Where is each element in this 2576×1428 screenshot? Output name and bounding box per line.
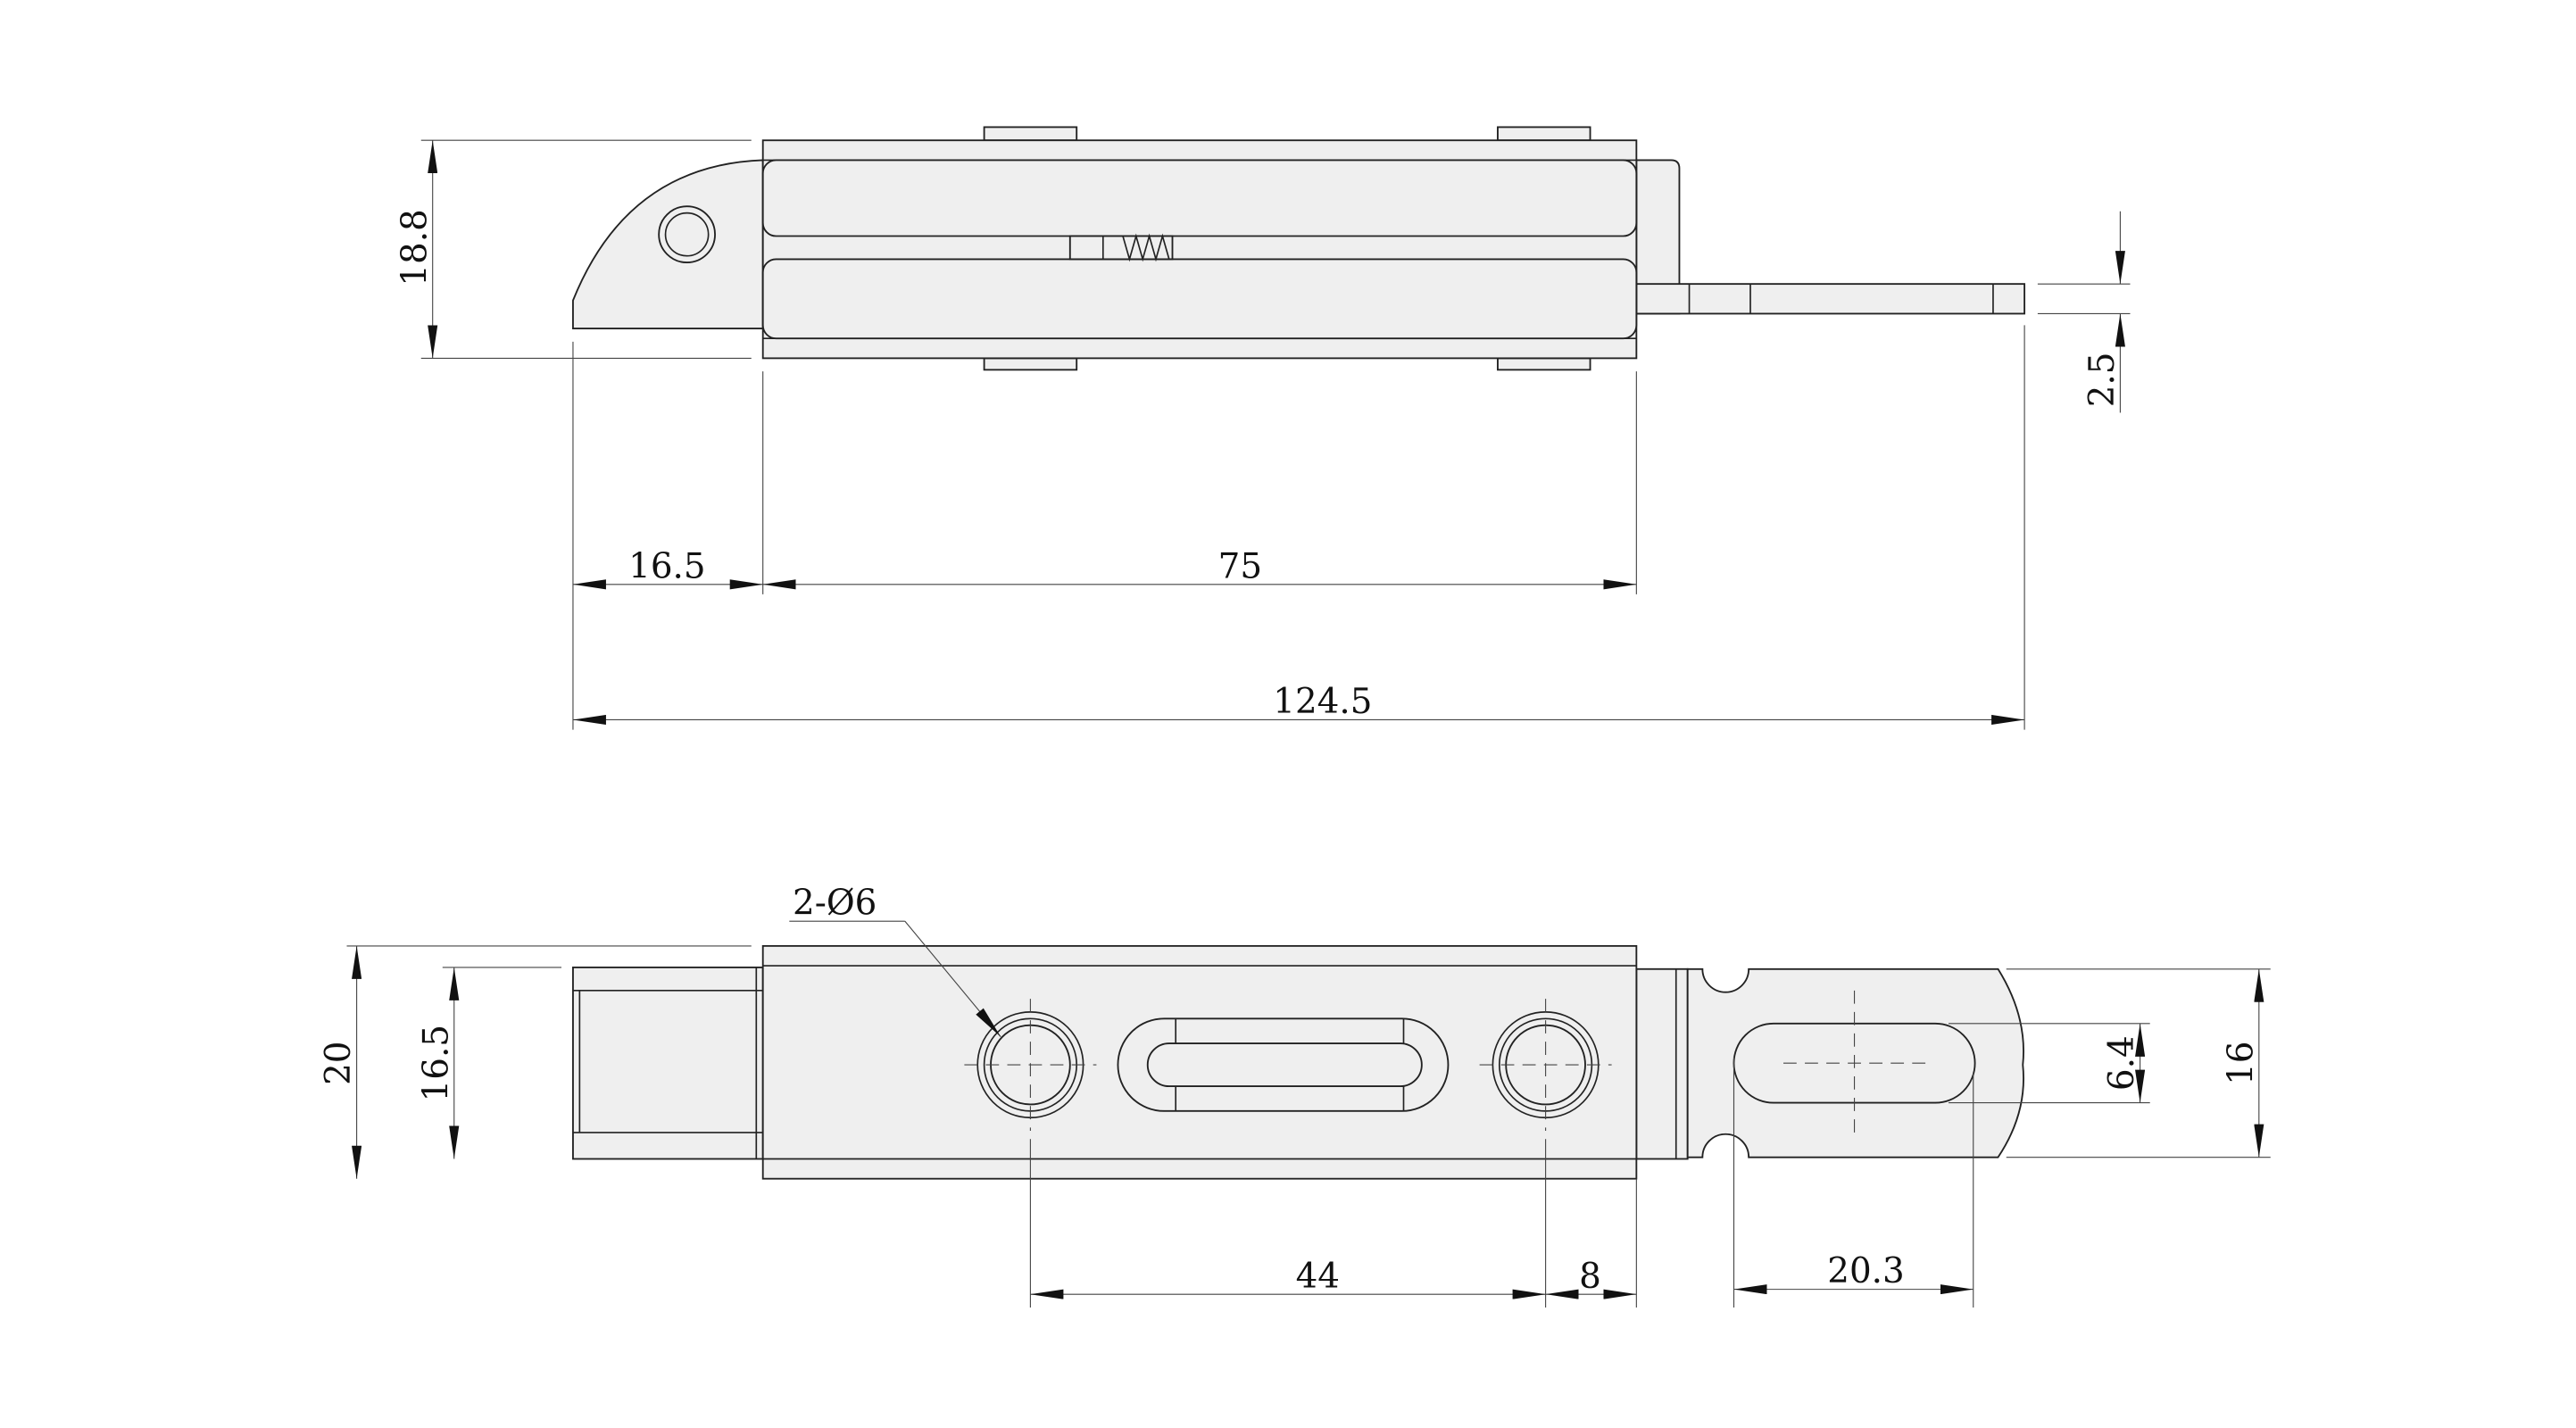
dim-hole-pitch: 44 [1296, 1257, 1340, 1297]
dim-edge: 8 [1579, 1257, 1601, 1297]
dim-height: 18.8 [395, 209, 435, 286]
dim-overall: 124.5 [1273, 682, 1372, 722]
dim-slot-width: 6.4 [2102, 1035, 2142, 1091]
dim-body: 75 [1218, 546, 1262, 586]
dim-nose: 16.5 [628, 546, 705, 586]
label-holes: 2-Ø6 [793, 884, 877, 924]
bottom-view [572, 944, 2024, 1180]
top-dimensions: 18.8 2.5 16.5 75 124.5 [395, 139, 2131, 730]
dim-thickness: 2.5 [2082, 353, 2123, 408]
mounting-hole-right [1479, 999, 1612, 1132]
dim-inner-width: 16.5 [416, 1025, 456, 1101]
dim-width: 20 [319, 1042, 359, 1085]
top-view [572, 126, 2026, 371]
bottom-dimensions: 2-Ø6 20 16.5 16 6.4 44 8 20.3 [319, 884, 2271, 1308]
dim-plate-width: 16 [2221, 1042, 2261, 1085]
mounting-hole-left [964, 999, 1097, 1132]
dim-slot-length: 20.3 [1827, 1251, 1904, 1291]
